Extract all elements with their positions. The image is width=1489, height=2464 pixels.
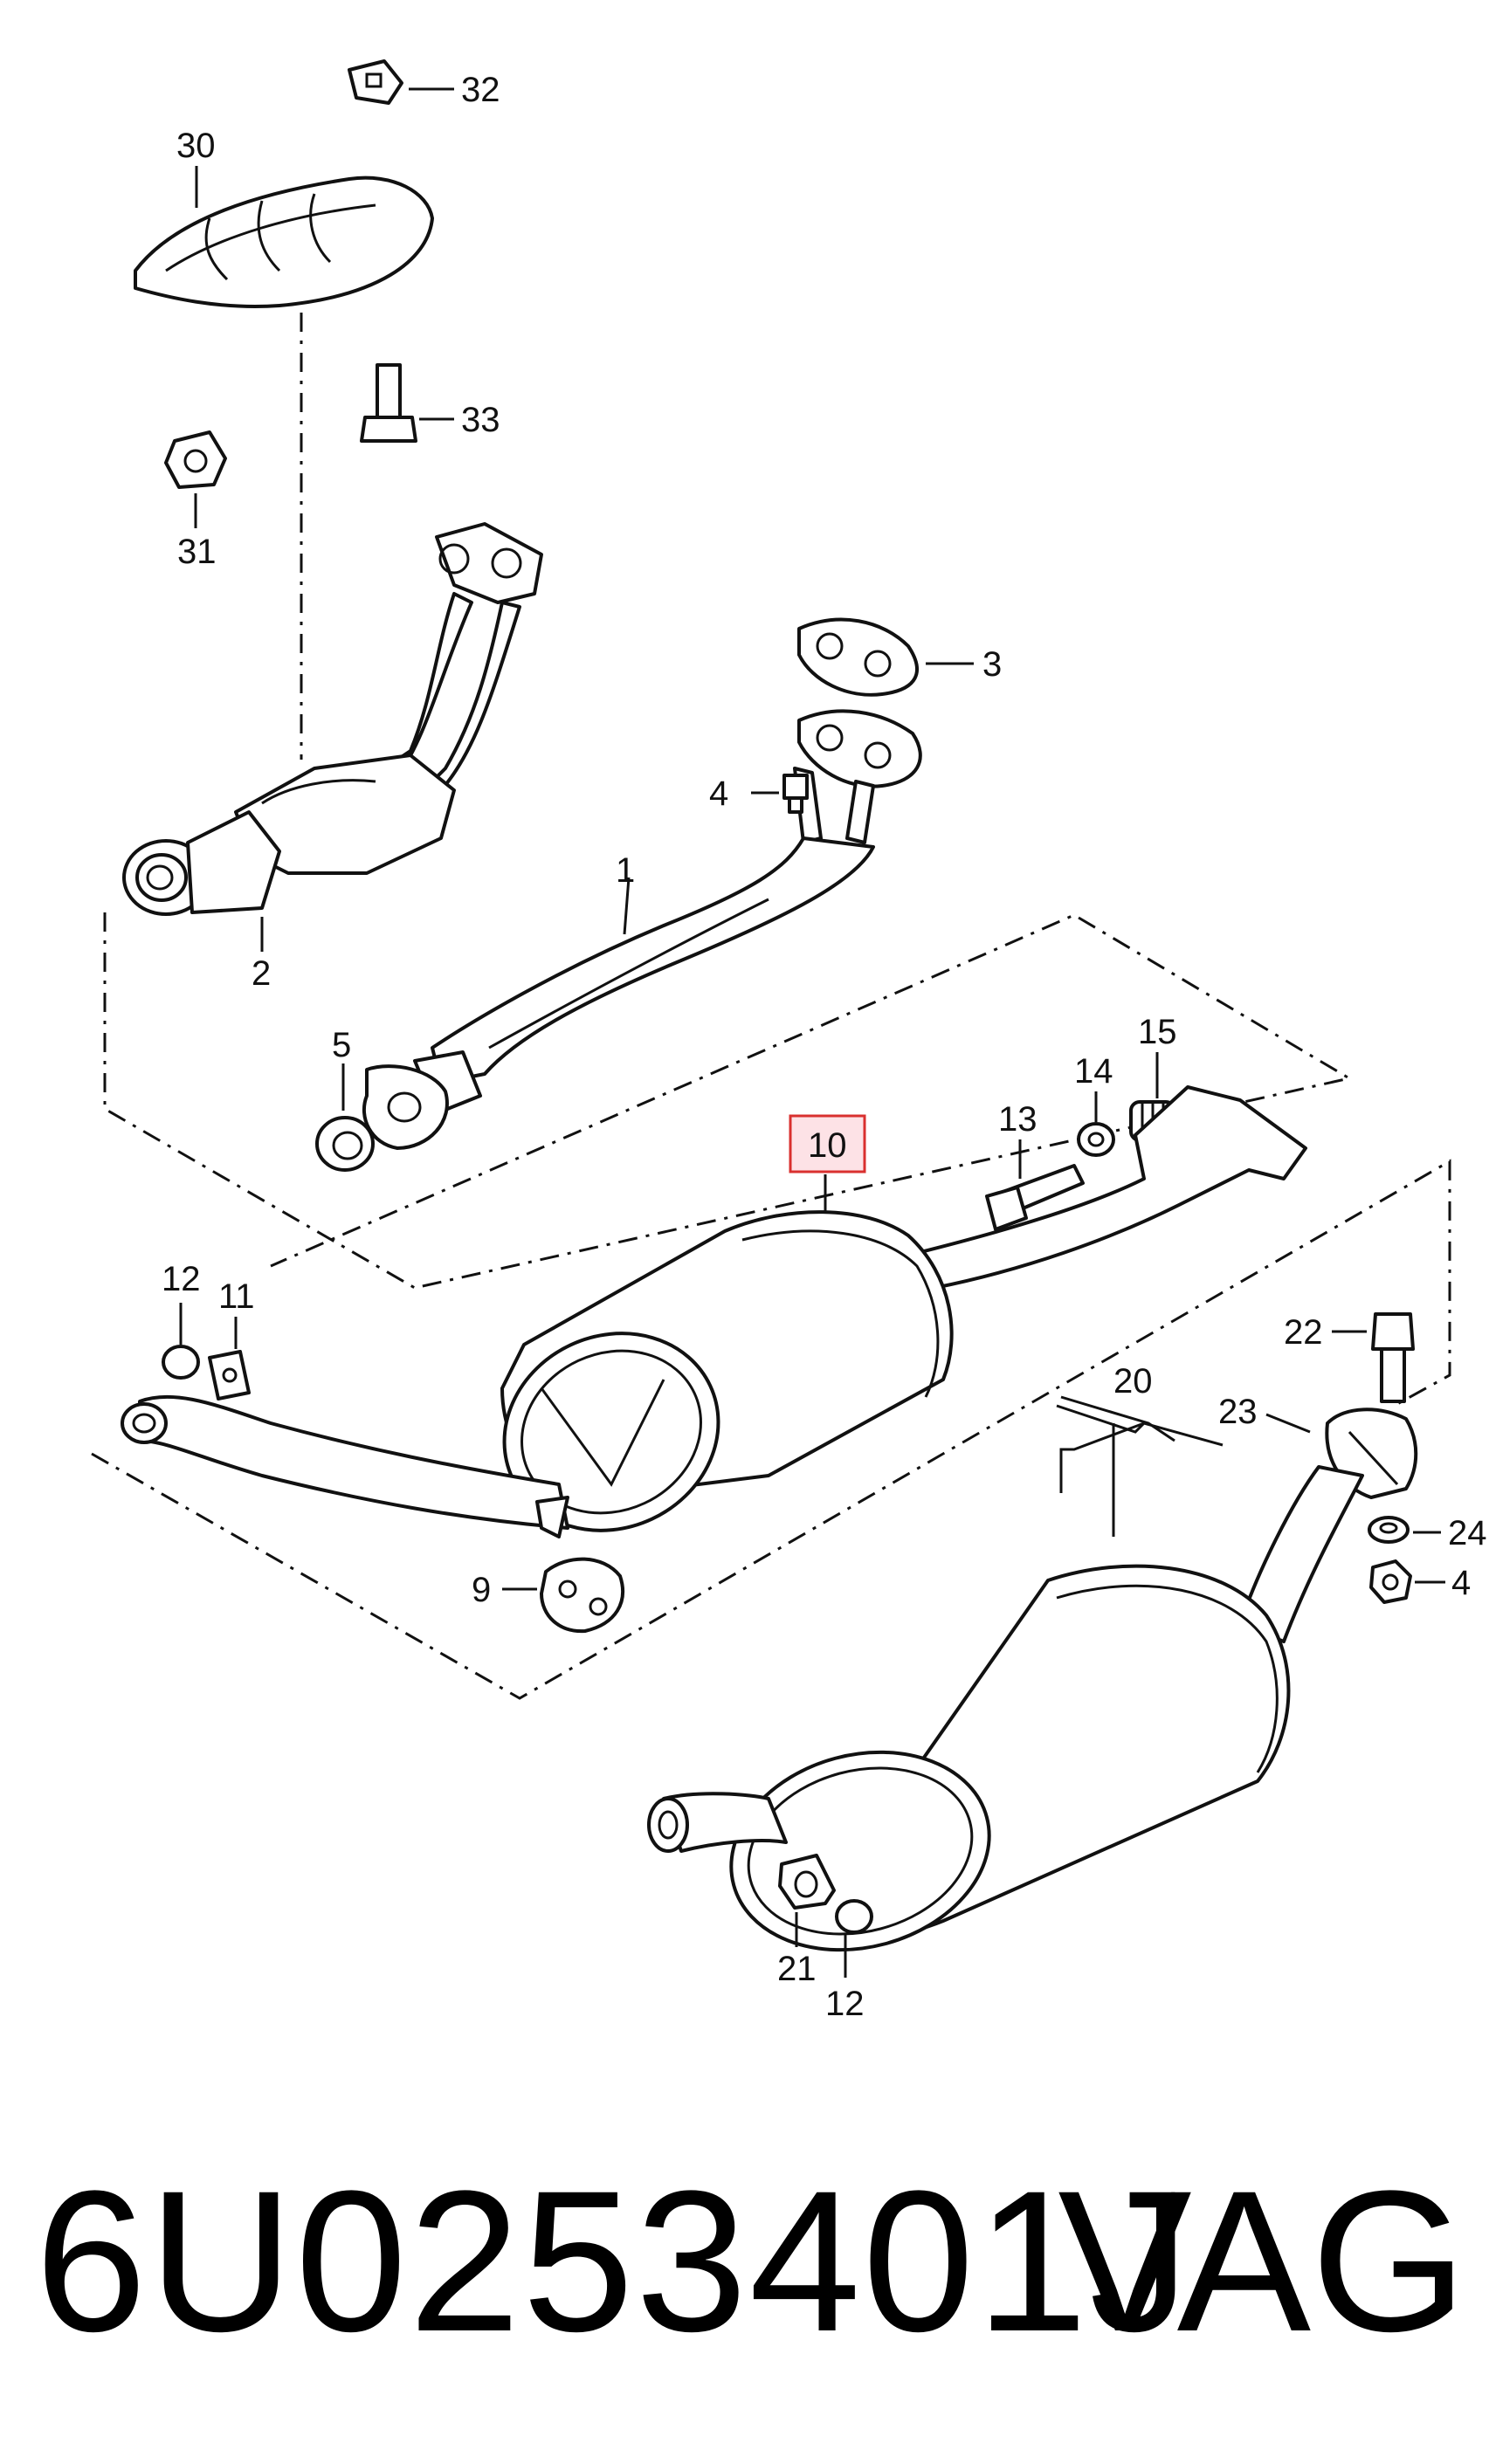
heat-shield-part-30: [134, 176, 434, 308]
bolt-part-33: [360, 363, 417, 443]
nut-part-31: [164, 430, 227, 489]
callout-15: 15: [1138, 1013, 1177, 1051]
rubber-hanger-part-9: [540, 1557, 625, 1634]
callout-10-highlight: [789, 1114, 866, 1173]
bolt-part-13: [985, 1164, 1085, 1231]
callout-4-rear: 4: [1451, 1564, 1471, 1602]
callout-14: 14: [1074, 1052, 1113, 1091]
callout-10: 10: [808, 1126, 847, 1165]
assembly-frame-front: [103, 912, 1354, 1290]
callout-2: 2: [252, 954, 271, 993]
callout-12-front: 12: [162, 1260, 201, 1298]
brand-name: VAG: [1058, 2149, 1467, 2373]
callout-33: 33: [461, 401, 500, 439]
callout-4-front: 4: [709, 774, 728, 813]
callout-23: 23: [1218, 1393, 1258, 1431]
callout-3: 3: [982, 645, 1002, 684]
callout-21: 21: [777, 1950, 817, 1988]
footer: 6U0253401J VAG: [35, 2157, 1467, 2366]
nut-part-4-front: [782, 774, 809, 814]
callout-20: 20: [1113, 1362, 1153, 1401]
front-silencer-part-10: [121, 1085, 1307, 1538]
callout-9: 9: [472, 1571, 491, 1609]
callout-11: 11: [218, 1277, 255, 1316]
part-number: 6U0253401J: [35, 2149, 1192, 2373]
rear-silencer-part-20: [647, 1465, 1364, 1952]
callout-1: 1: [616, 851, 635, 890]
nut-part-4-rear: [1369, 1559, 1412, 1604]
gasket-part-3: [797, 617, 919, 697]
catalytic-converter-part-2: [122, 522, 543, 916]
callout-13: 13: [998, 1100, 1037, 1139]
callout-22: 22: [1284, 1313, 1323, 1352]
clamp-part-12-rear: [835, 1899, 873, 1934]
callout-24: 24: [1448, 1514, 1487, 1552]
callout-32: 32: [461, 71, 500, 109]
washer-part-24: [1368, 1516, 1410, 1544]
clamp-part-12-front: [162, 1345, 200, 1380]
bolt-part-22: [1371, 1312, 1415, 1403]
exhaust-system-diagram: 32 30 33 31 2: [91, 59, 1487, 2023]
callout-30: 30: [176, 127, 216, 165]
hanger-part-21: [778, 1854, 836, 1910]
bracket-part-11: [208, 1350, 251, 1401]
callout-12-rear: 12: [825, 1985, 865, 2023]
callout-5: 5: [332, 1026, 351, 1064]
assembly-frame-rear: [91, 1159, 1451, 1700]
callout-31: 31: [177, 533, 217, 571]
washer-part-14: [1077, 1122, 1115, 1157]
clip-part-32: [348, 59, 403, 105]
seal-ring-part-5: [315, 1116, 375, 1172]
front-pipe-part-1: [362, 709, 922, 1150]
